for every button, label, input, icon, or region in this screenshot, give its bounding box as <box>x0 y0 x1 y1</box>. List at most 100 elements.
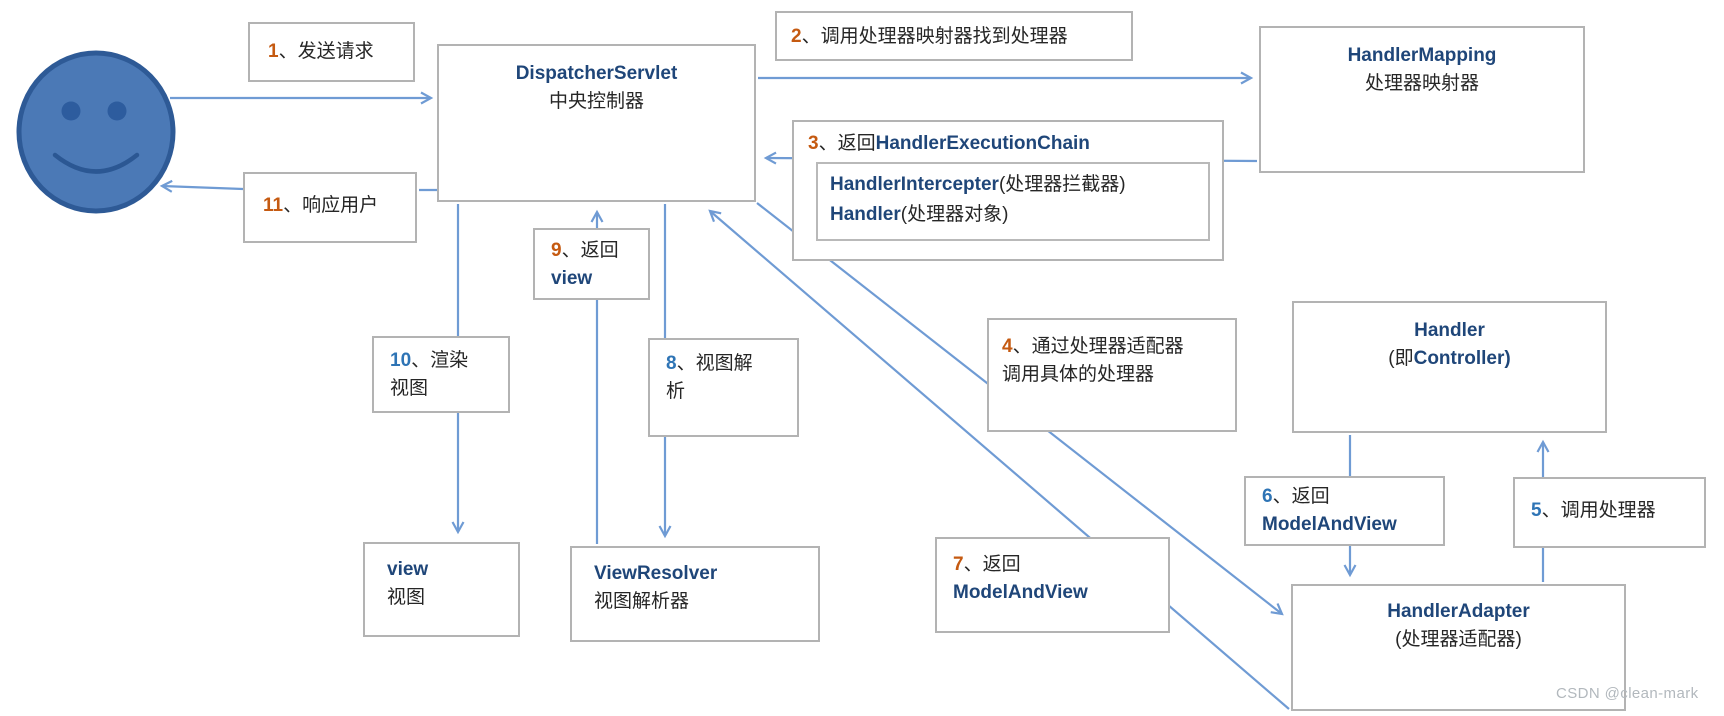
handler-execution-chain-box: HandlerIntercepter(处理器拦截器)Handler(处理器对象) <box>816 162 1210 241</box>
node-view: view 视图 <box>363 542 520 637</box>
step-1-label: 1、发送请求 <box>248 22 415 82</box>
text-segment: DispatcherServlet <box>515 63 678 84</box>
text-line: Handler(处理器对象) <box>830 200 1208 230</box>
text-segment: 5 <box>1531 500 1542 521</box>
text-segment: ViewResolver <box>594 563 718 584</box>
text-line: 处理器映射器 <box>1261 70 1583 98</box>
text-segment: 4 <box>1002 336 1013 357</box>
text-segment: HandlerMapping <box>1347 45 1497 66</box>
text-line: 视图解析器 <box>594 588 818 616</box>
text-segment: (即 <box>1388 347 1414 369</box>
text-segment: Handler <box>830 204 901 226</box>
node-dispatcher-servlet: DispatcherServlet 中央控制器 <box>437 44 756 202</box>
text-line: ModelAndView <box>953 579 1168 607</box>
text-segment: 10 <box>390 350 412 371</box>
text-segment: 9 <box>551 240 562 261</box>
text-line: HandlerAdapter <box>1293 598 1624 626</box>
text-segment: HandlerExecutionChain <box>875 133 1090 154</box>
text-line: 视图 <box>387 584 518 612</box>
text-line: 5、调用处理器 <box>1531 497 1704 525</box>
text-segment: 8 <box>666 353 677 374</box>
arrow-7-return-modelandview-to-servlet <box>708 209 1290 710</box>
text-segment: (处理器拦截器) <box>998 174 1126 195</box>
text-line: 6、返回 <box>1262 483 1443 511</box>
text-segment: Handler <box>1414 320 1485 341</box>
text-segment: (处理器对象) <box>900 204 1009 226</box>
text-line: 11、响应用户 <box>263 192 415 220</box>
step-3-title: 3、返回HandlerExecutionChain <box>808 130 1222 158</box>
text-segment: 3 <box>808 133 819 154</box>
csdn-watermark: CSDN @clean-mark <box>1556 685 1699 702</box>
step-2-label: 2、调用处理器映射器找到处理器 <box>775 11 1133 61</box>
node-view-resolver: ViewResolver 视图解析器 <box>570 546 820 642</box>
step-3-label: 3、返回HandlerExecutionChain HandlerInterce… <box>792 120 1224 261</box>
node-handler: Handler(即Controller) <box>1292 301 1607 433</box>
text-line: 10、渲染 <box>390 347 508 375</box>
text-segment: 、视图解 <box>676 353 753 374</box>
text-line: 8、视图解 <box>666 350 797 378</box>
text-line: 7、返回 <box>953 551 1168 579</box>
text-line: view <box>551 265 648 293</box>
node-handler-adapter: HandlerAdapter (处理器适配器) <box>1291 584 1626 711</box>
text-segment: Controller) <box>1413 347 1511 369</box>
text-segment: 视图 <box>390 377 429 399</box>
step-8-label: 8、视图解析 <box>648 338 799 437</box>
text-segment: 、调用处理器 <box>1541 500 1656 521</box>
text-segment: 视图 <box>387 586 426 608</box>
text-line: 4、通过处理器适配器 <box>1002 333 1235 361</box>
text-segment: HandlerIntercepter <box>830 174 999 195</box>
text-line: 9、返回 <box>551 237 648 265</box>
text-line: Handler <box>1294 317 1605 345</box>
text-line: 视图 <box>390 375 508 403</box>
text-segment: 、调用处理器映射器找到处理器 <box>801 26 1068 47</box>
text-line: ModelAndView <box>1262 511 1443 539</box>
text-line: (处理器适配器) <box>1293 626 1624 654</box>
text-segment: (处理器适配器) <box>1395 628 1522 650</box>
text-segment: 、发送请求 <box>278 41 374 62</box>
text-segment: 、返回 <box>1272 486 1330 507</box>
text-segment: 处理器映射器 <box>1364 72 1479 94</box>
text-line: 1、发送请求 <box>268 38 413 66</box>
text-line: view <box>387 556 518 584</box>
text-line: HandlerMapping <box>1261 42 1583 70</box>
text-line: 中央控制器 <box>439 88 754 116</box>
text-line: 调用具体的处理器 <box>1002 361 1235 389</box>
text-segment: view <box>387 559 429 580</box>
text-segment: 调用具体的处理器 <box>1002 363 1155 385</box>
text-line: 析 <box>666 378 797 406</box>
text-segment: 析 <box>666 380 686 402</box>
text-segment: ModelAndView <box>1262 513 1397 535</box>
text-segment: ModelAndView <box>953 581 1088 603</box>
node-handler-mapping: HandlerMapping 处理器映射器 <box>1259 26 1585 173</box>
step-11-label: 11、响应用户 <box>243 172 417 243</box>
text-segment: 、返回 <box>818 133 876 154</box>
step-4-label: 4、通过处理器适配器调用具体的处理器 <box>987 318 1237 432</box>
text-segment: view <box>551 267 593 289</box>
text-line: ViewResolver <box>594 560 818 588</box>
text-segment: 11 <box>263 195 284 216</box>
text-segment: 2 <box>791 26 802 47</box>
text-segment: 、渲染 <box>411 350 469 371</box>
text-segment: 、通过处理器适配器 <box>1012 336 1184 357</box>
text-segment: 、返回 <box>561 240 619 261</box>
text-line: (即Controller) <box>1294 345 1605 373</box>
user-face-icon <box>16 50 176 214</box>
text-segment: 视图解析器 <box>594 590 690 612</box>
text-segment: 、返回 <box>963 554 1021 575</box>
text-line: HandlerIntercepter(处理器拦截器) <box>830 170 1208 200</box>
arrow-11-respond-user <box>159 179 244 193</box>
text-line: 3、返回HandlerExecutionChain <box>808 130 1222 158</box>
text-segment: HandlerAdapter <box>1387 601 1530 622</box>
step-5-label: 5、调用处理器 <box>1513 477 1706 548</box>
text-segment: 、响应用户 <box>283 195 379 216</box>
text-line: 2、调用处理器映射器找到处理器 <box>791 23 1131 51</box>
text-line: DispatcherServlet <box>439 60 754 88</box>
text-segment: 6 <box>1262 486 1273 507</box>
text-segment: 7 <box>953 554 964 575</box>
text-segment: 中央控制器 <box>548 90 644 112</box>
text-segment: 1 <box>268 41 279 62</box>
